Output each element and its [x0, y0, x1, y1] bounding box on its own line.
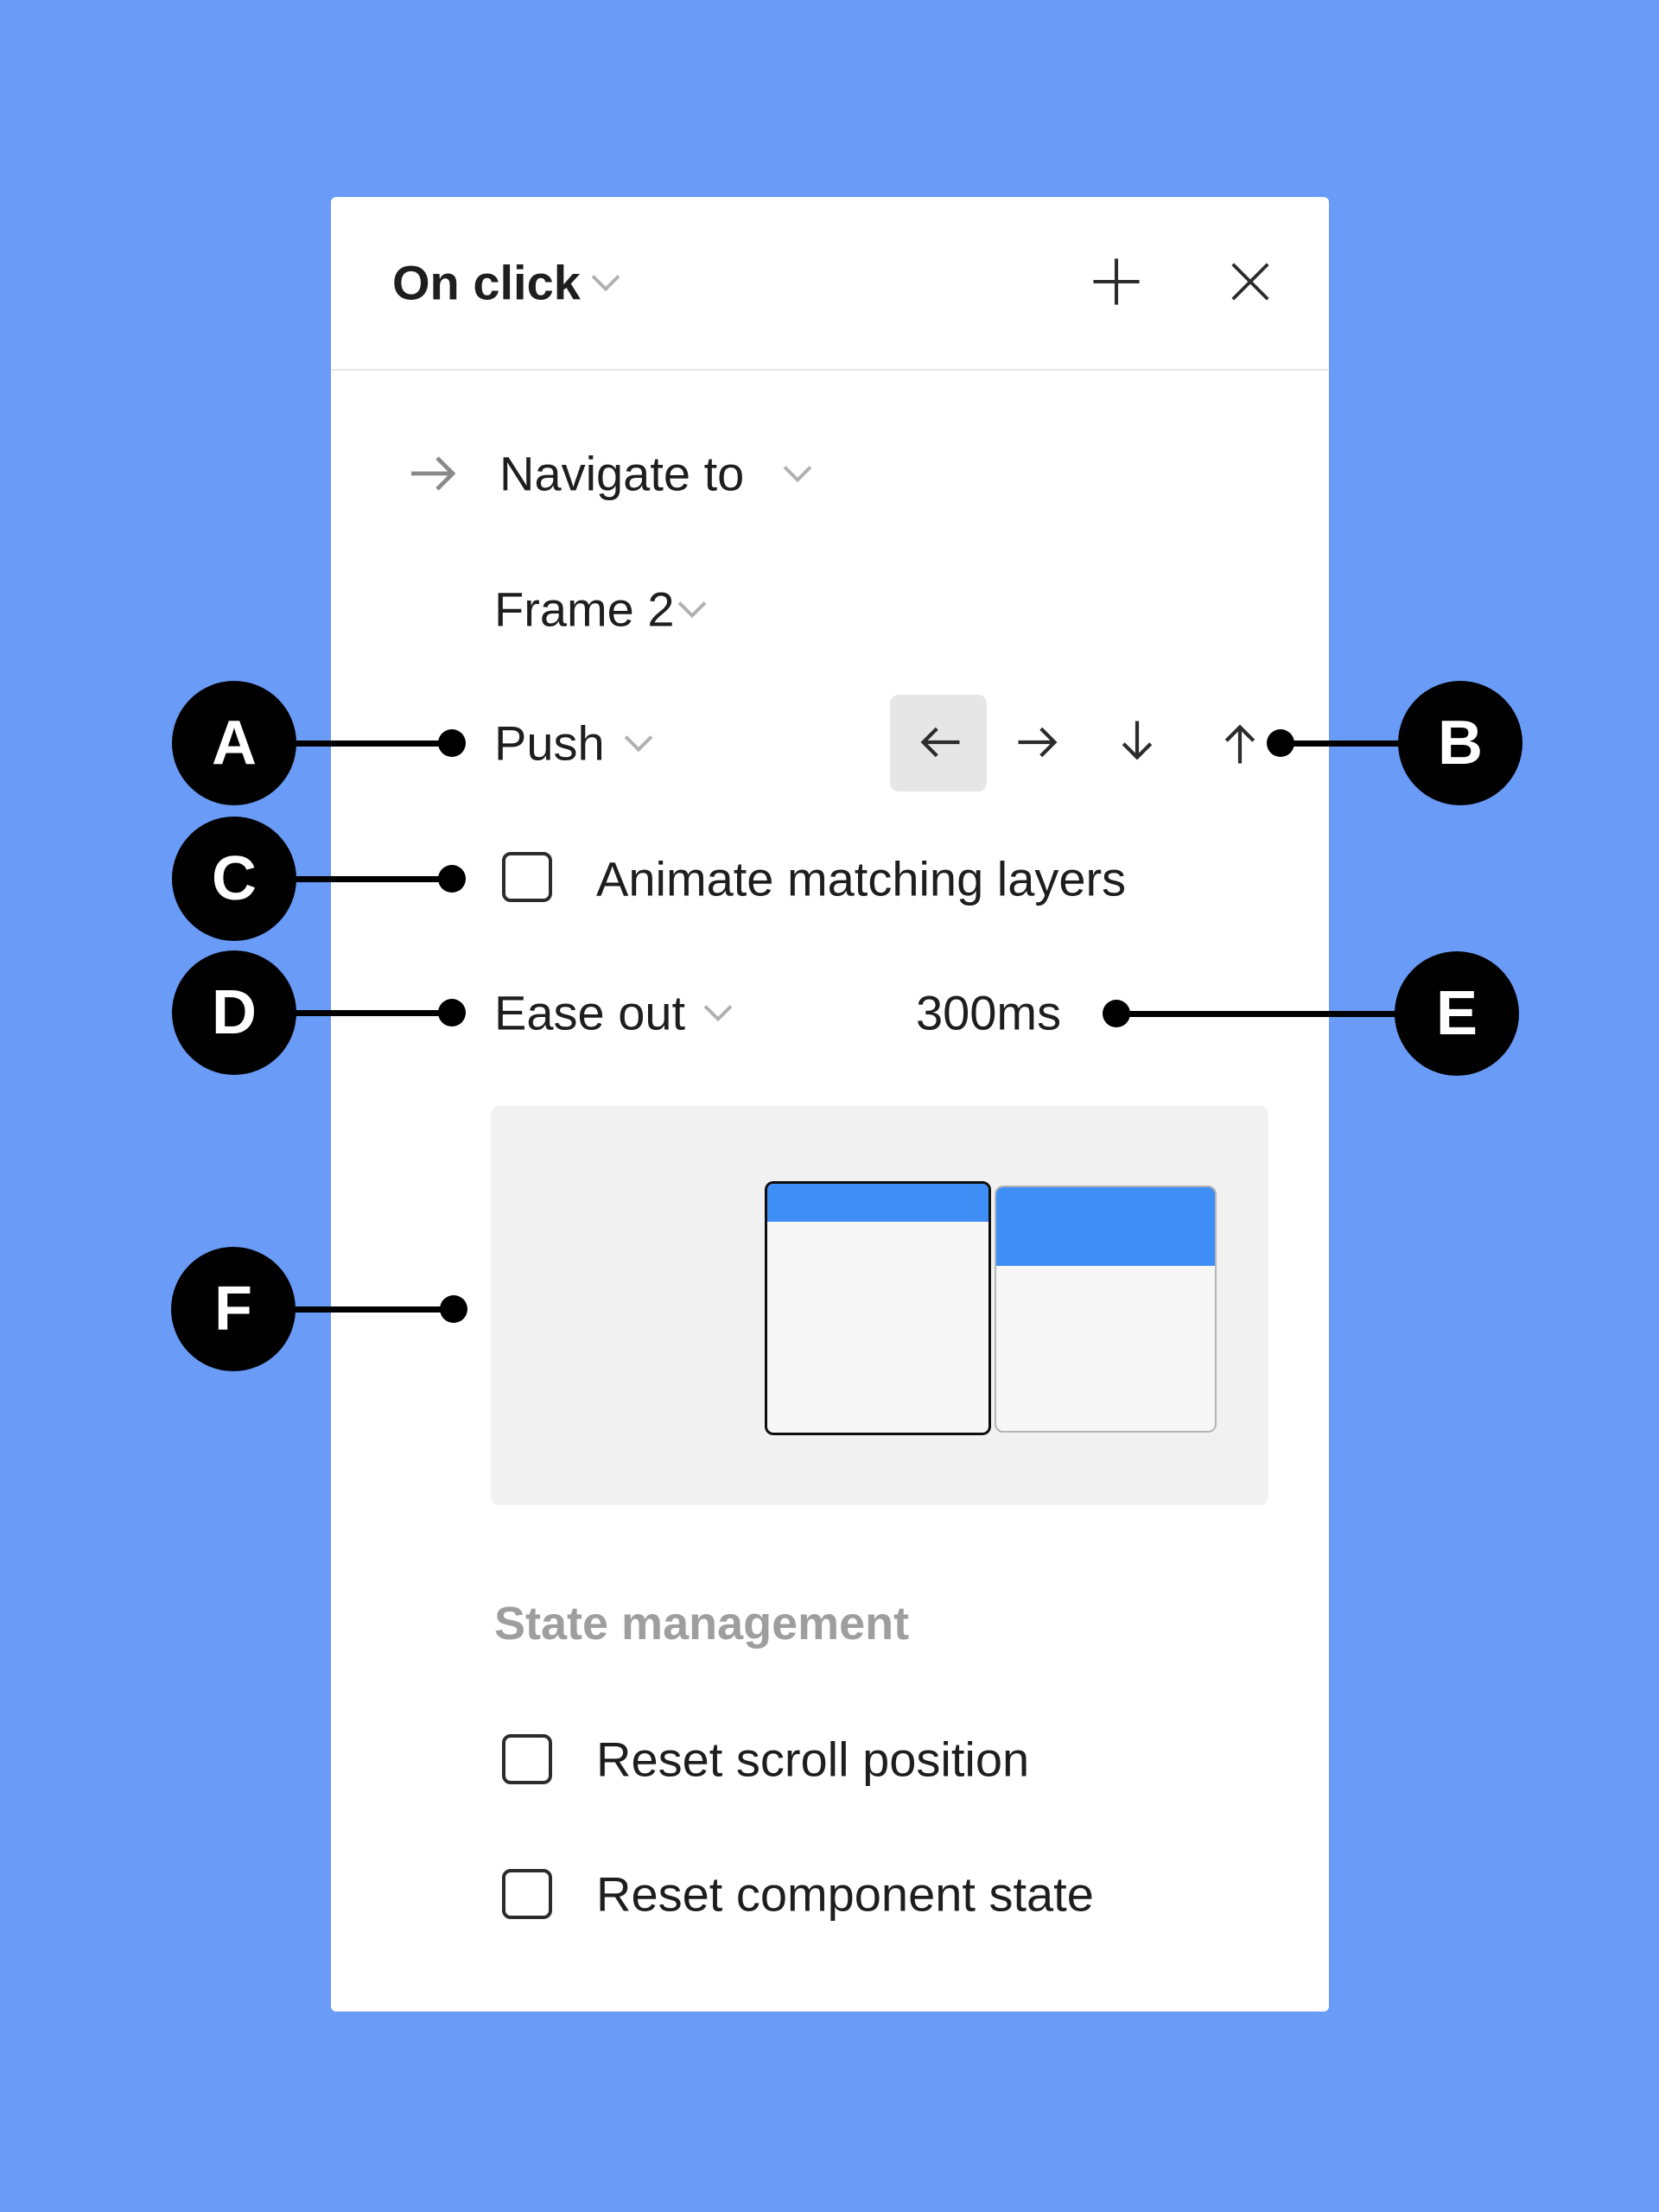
easing-dropdown[interactable]: Ease out — [494, 985, 685, 1041]
annotation-d-marker: D — [172, 950, 296, 1075]
action-label: Navigate to — [499, 446, 745, 501]
trigger-label: On click — [392, 255, 581, 310]
reset-scroll-label: Reset scroll position — [596, 1732, 1030, 1787]
annotation-b-dot — [1267, 729, 1294, 757]
chevron-down-icon[interactable] — [623, 734, 654, 753]
direction-right-button[interactable] — [991, 695, 1088, 791]
annotation-b-line — [1281, 741, 1460, 747]
reset-scroll-checkbox[interactable] — [502, 1734, 552, 1784]
easing-label: Ease out — [494, 985, 686, 1040]
annotation-c-marker: C — [172, 817, 296, 941]
annotation-e-line — [1116, 1011, 1402, 1017]
chevron-down-icon[interactable] — [590, 273, 621, 292]
annotation-f-line — [233, 1306, 454, 1313]
arrow-right-icon — [408, 453, 463, 494]
preview-frame-to-header — [996, 1187, 1215, 1266]
arrow-left-icon — [914, 723, 963, 764]
animation-type-dropdown[interactable]: Push — [494, 715, 605, 772]
arrow-right-icon — [1015, 723, 1064, 764]
annotation-e-dot — [1103, 1000, 1130, 1027]
annotation-d-dot — [438, 999, 466, 1027]
direction-down-button[interactable] — [1089, 695, 1185, 791]
plus-icon — [1091, 257, 1141, 309]
close-icon — [1227, 258, 1274, 308]
annotation-a-dot — [438, 729, 466, 757]
direction-left-button[interactable] — [890, 695, 987, 791]
animate-matching-label: Animate matching layers — [596, 851, 1127, 906]
duration-field[interactable]: 300ms — [916, 985, 1061, 1041]
add-interaction-button[interactable] — [1082, 248, 1151, 317]
animation-type-label: Push — [494, 715, 605, 771]
preview-frame-to — [995, 1185, 1217, 1433]
preview-frame-from-header — [767, 1184, 988, 1222]
reset-component-label: Reset component state — [596, 1866, 1094, 1922]
chevron-down-icon[interactable] — [677, 600, 708, 619]
direction-up-button[interactable] — [1192, 695, 1288, 791]
annotation-d-line — [234, 1010, 452, 1016]
animation-preview — [491, 1106, 1268, 1505]
annotation-b-marker: B — [1398, 681, 1522, 805]
state-management-title: State management — [494, 1598, 910, 1649]
animate-matching-checkbox[interactable] — [502, 852, 552, 902]
chevron-down-icon[interactable] — [702, 1003, 734, 1022]
annotation-c-dot — [438, 865, 466, 893]
annotation-a-line — [234, 741, 452, 747]
destination-dropdown[interactable]: Frame 2 — [494, 582, 675, 638]
preview-frame-from — [765, 1181, 991, 1435]
direction-button-group — [885, 690, 1291, 797]
destination-label: Frame 2 — [494, 582, 675, 637]
annotation-f-marker: F — [171, 1247, 296, 1371]
panel-header: On click — [331, 197, 1329, 371]
close-panel-button[interactable] — [1216, 248, 1285, 317]
duration-value: 300ms — [916, 985, 1062, 1040]
arrow-up-icon — [1221, 718, 1259, 769]
arrow-down-icon — [1118, 718, 1156, 769]
annotation-a-marker: A — [172, 681, 296, 805]
annotation-f-dot — [440, 1295, 467, 1323]
trigger-dropdown[interactable]: On click — [392, 255, 581, 311]
chevron-down-icon[interactable] — [782, 464, 813, 483]
annotation-c-line — [234, 876, 452, 882]
interaction-panel: On click Navigate to — [331, 197, 1329, 2012]
action-dropdown[interactable]: Navigate to — [499, 446, 744, 502]
reset-component-checkbox[interactable] — [502, 1869, 552, 1919]
annotation-e-marker: E — [1395, 951, 1519, 1076]
